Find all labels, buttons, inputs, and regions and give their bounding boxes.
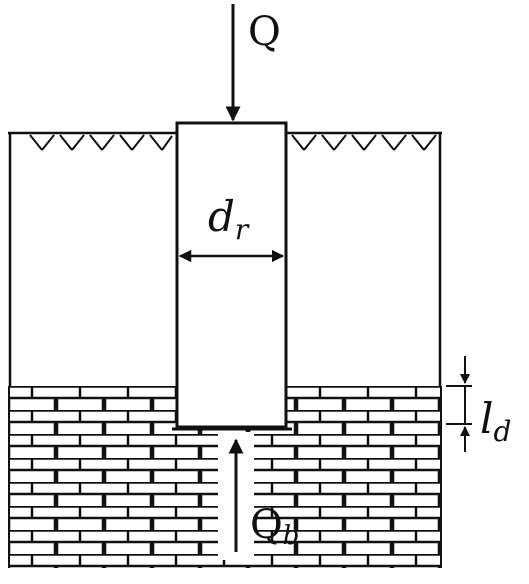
base-reaction-symbol: Q: [250, 502, 283, 548]
rock-layer-right-edge: [440, 386, 442, 568]
diameter-label: dr: [208, 196, 248, 244]
pile: [175, 121, 288, 429]
base-reaction-subscript: b: [282, 521, 300, 551]
socket-length-subscript: d: [493, 415, 512, 448]
load-label: Q: [248, 9, 281, 55]
diameter-subscript: r: [234, 213, 249, 246]
rock-layer-left-edge: [8, 386, 10, 568]
ground-hatch-right: [291, 134, 437, 151]
socket-length-label: ld: [480, 398, 511, 446]
socket-length-symbol: l: [480, 394, 494, 443]
base-reaction-label: Qb: [250, 505, 299, 549]
socket-length-dimension: [446, 356, 472, 452]
ground-hatch-left: [29, 134, 173, 151]
diameter-symbol: d: [208, 192, 235, 241]
